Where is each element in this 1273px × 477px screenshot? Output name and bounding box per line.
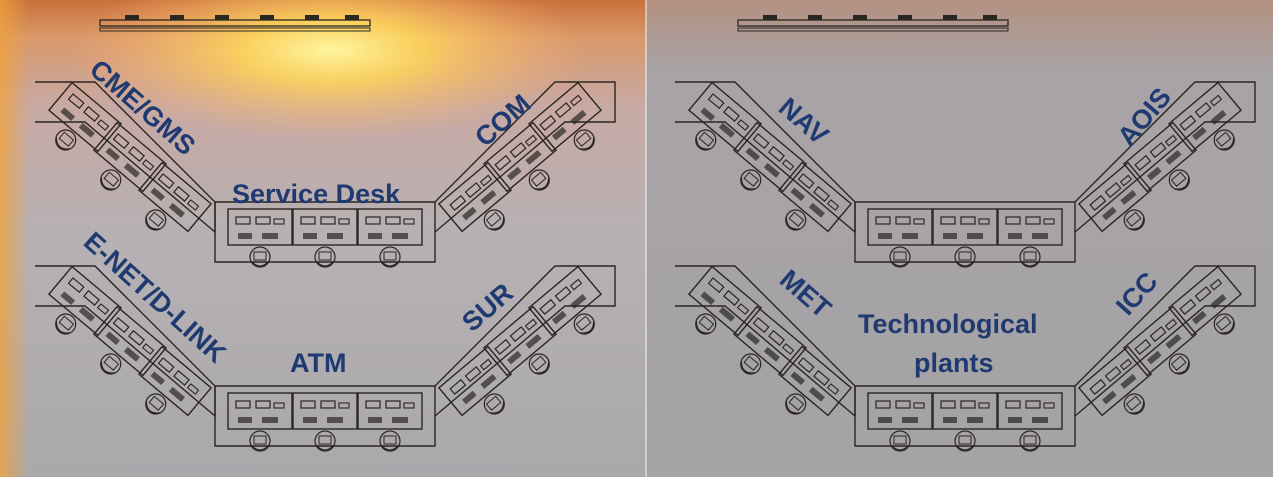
label-atm: ATM (290, 348, 346, 378)
label-service-desk: Service Desk (232, 179, 401, 209)
label-technological: Technological (858, 309, 1038, 339)
sun-glow (70, 0, 590, 140)
right-background (646, 0, 1273, 477)
label-plants: plants (914, 348, 994, 378)
